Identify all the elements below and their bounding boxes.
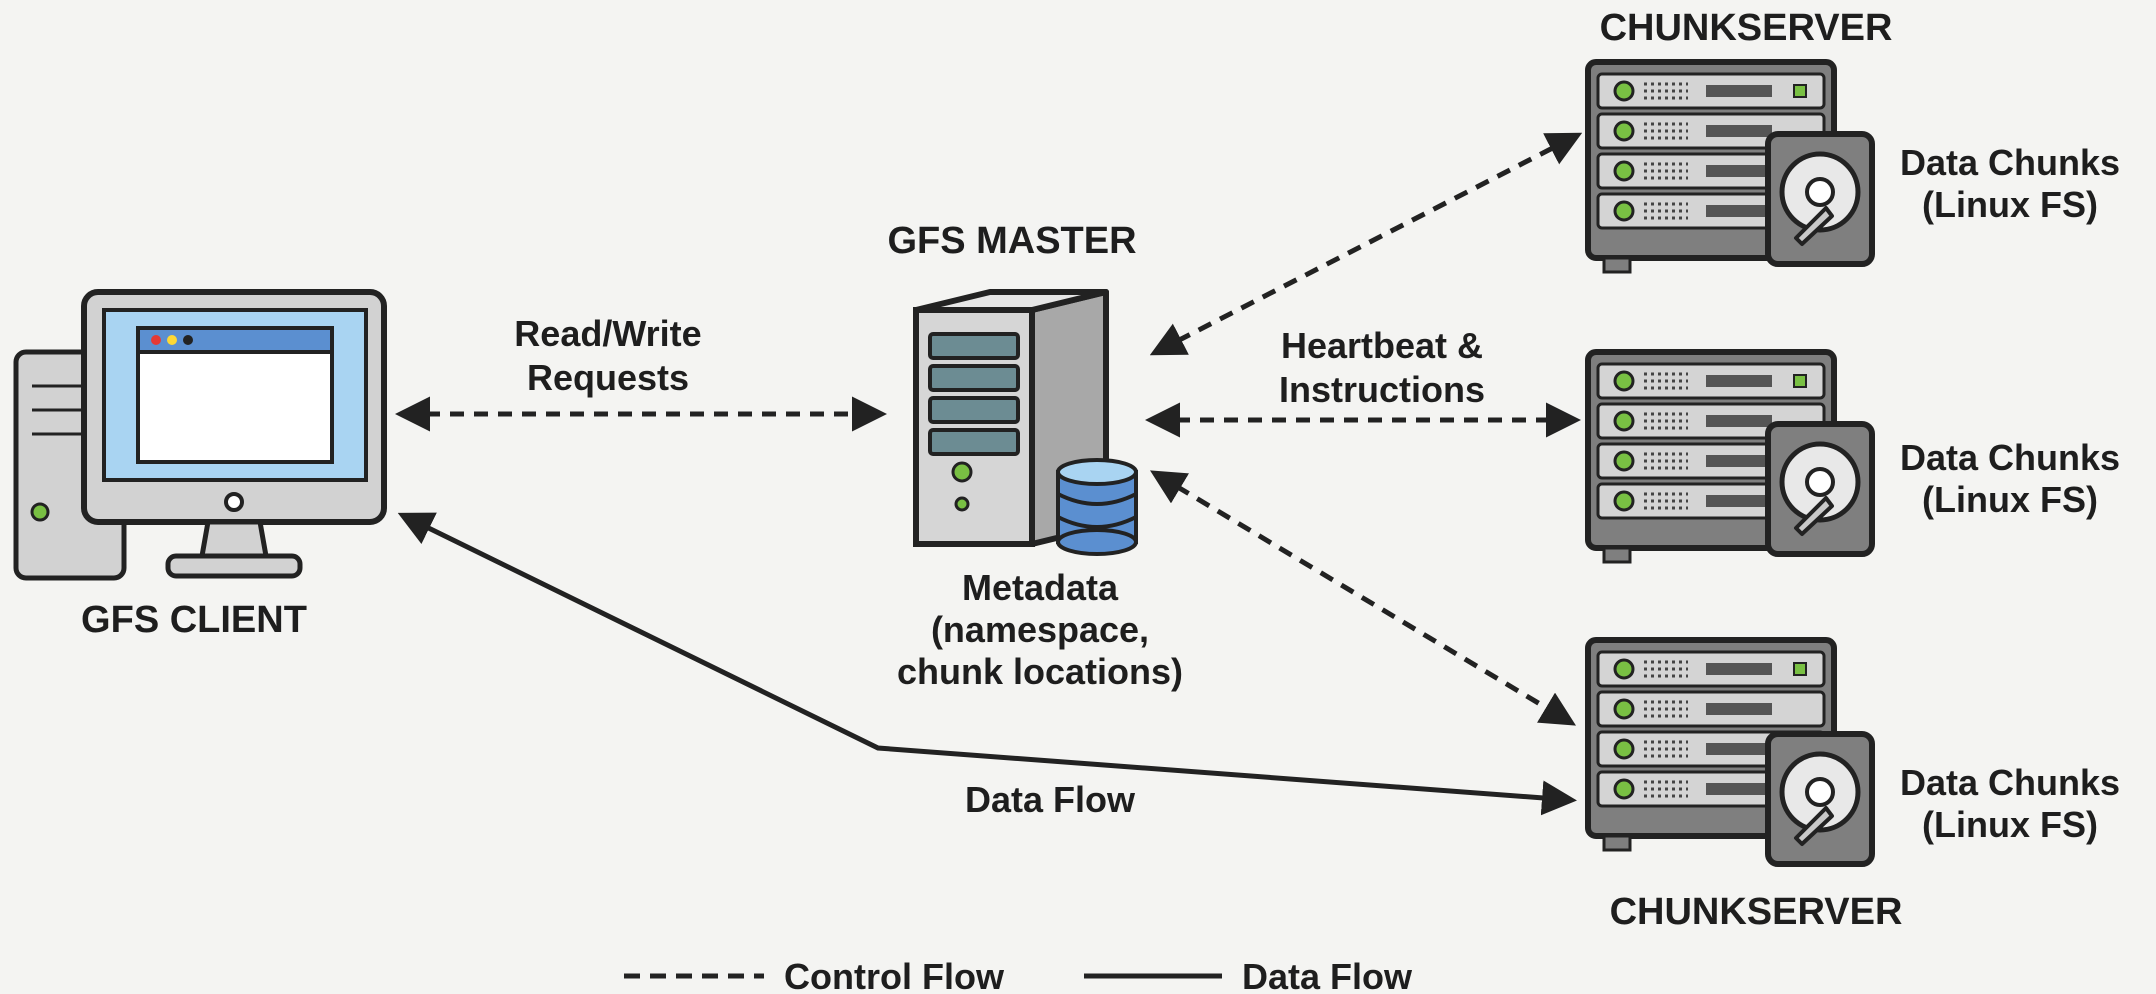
master-chunkserver-bottom-control-arrow [1149,470,1577,726]
gfs-master-node: GFS MASTER Metadata (namespace, chunk lo… [887,220,1183,692]
legend-control-flow-label: Control Flow [784,956,1005,994]
chunkserver-top-title: CHUNKSERVER [1600,7,1893,49]
database-icon [1056,458,1138,556]
master-chunkservers-label-line-2: Instructions [1279,369,1485,410]
chunkserver-bottom: Data Chunks (Linux FS) CHUNKSERVER [1585,637,2120,933]
client-chunkserver-data-arrow [397,512,1577,816]
hard-disk-icon [1765,421,1875,557]
edges: Read/Write Requests Heartbeat & Instruct… [395,132,1583,820]
client-title: GFS CLIENT [81,599,307,641]
master-title: GFS MASTER [887,220,1136,262]
chunkserver-bottom-title: CHUNKSERVER [1610,891,1903,933]
hard-disk-icon [1765,731,1875,867]
chunkserver-bottom-data-line-2: (Linux FS) [1922,804,2098,845]
metadata-line-2: (namespace, [931,609,1149,650]
master-chunkserver-top-control-arrow [1149,132,1583,356]
chunkserver-middle-data-line-1: Data Chunks [1900,437,2120,478]
chunkserver-top-data-line-2: (Linux FS) [1922,184,2098,225]
chunkserver-middle: Data Chunks (Linux FS) [1585,349,2120,564]
client-master-label-line-2: Requests [527,357,689,398]
chunkserver-top-data-line-1: Data Chunks [1900,142,2120,183]
legend-data-flow-label: Data Flow [1242,956,1413,994]
master-chunkservers-label-line-1: Heartbeat & [1281,325,1483,366]
legend: Control Flow Data Flow [624,956,1413,994]
chunkserver-top: CHUNKSERVER [1585,7,2120,274]
client-master-label-line-1: Read/Write [514,313,701,354]
master-server-icon [913,289,1109,547]
chunkserver-middle-data-line-2: (Linux FS) [1922,479,2098,520]
metadata-line-3: chunk locations) [897,651,1183,692]
metadata-line-1: Metadata [962,567,1119,608]
desktop-computer-icon [13,289,387,581]
gfs-client-node: GFS CLIENT [13,289,387,641]
hard-disk-icon [1765,131,1875,267]
client-chunkserver-label: Data Flow [965,779,1136,820]
chunkserver-bottom-data-line-1: Data Chunks [1900,762,2120,803]
